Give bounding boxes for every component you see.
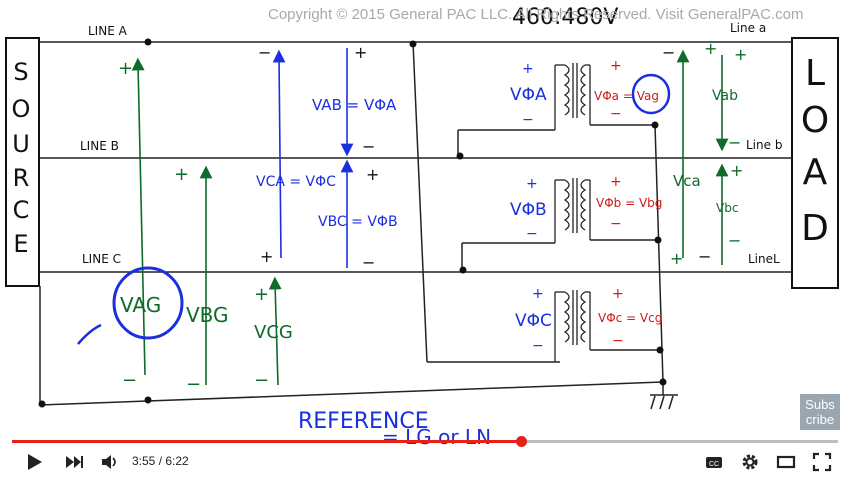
- vab-primary-label: VAB = VΦA: [312, 96, 397, 114]
- line-c-label: LINE C: [82, 252, 121, 266]
- svg-text:−: −: [532, 338, 544, 354]
- svg-text:−: −: [610, 216, 622, 232]
- line-a-right-label: Line a: [730, 21, 766, 35]
- svg-text:−: −: [362, 137, 375, 156]
- vbc-primary-label: VBC = VΦB: [318, 214, 398, 230]
- secondary-label-b: VΦb = Vbg: [596, 196, 662, 210]
- svg-text:−: −: [662, 43, 675, 62]
- svg-text:−: −: [610, 106, 622, 122]
- svg-text:+: +: [174, 164, 189, 185]
- reference-sub: = LG or LN: [382, 425, 491, 449]
- svg-text:−: −: [728, 133, 741, 152]
- theater-mode-icon[interactable]: [776, 452, 796, 472]
- line-c-right-label: LineL: [748, 252, 780, 266]
- reference-label: REFERENCE: [298, 409, 429, 434]
- captions-icon[interactable]: CC: [705, 452, 723, 472]
- svg-text:−: −: [698, 247, 711, 266]
- svg-text:+: +: [532, 286, 544, 302]
- primary-label-a: VΦA: [510, 85, 547, 105]
- line-a-label: LINE A: [88, 24, 128, 38]
- vbg-label: VBG: [186, 303, 229, 327]
- source-letter: O: [12, 95, 31, 123]
- svg-text:+: +: [670, 249, 683, 268]
- junction-dots: [38, 38, 667, 408]
- svg-text:+: +: [522, 61, 534, 77]
- svg-text:−: −: [526, 226, 538, 242]
- svg-text:+: +: [260, 247, 273, 266]
- secondary-label-a: VΦa = Vag: [594, 89, 659, 103]
- load-letter: D: [801, 208, 829, 249]
- source-box: S O U R C E: [5, 37, 40, 287]
- source-letter: S: [13, 58, 28, 86]
- load-letter: O: [801, 100, 829, 141]
- vag-label: VAG: [120, 293, 161, 317]
- source-letter: R: [13, 164, 30, 192]
- primary-label-b: VΦB: [510, 200, 547, 220]
- duration: 6:22: [165, 454, 189, 468]
- svg-text:+: +: [610, 58, 622, 74]
- vag-highlight-secondary: [631, 73, 671, 115]
- svg-text:CC: CC: [709, 461, 719, 468]
- pointer-arrow: [77, 323, 102, 345]
- subscribe-line-2: cribe: [805, 412, 835, 427]
- current-time: 3:55: [132, 454, 156, 468]
- progress-fill: [12, 440, 521, 443]
- source-letter: E: [13, 230, 28, 258]
- subscribe-line-1: Subs: [805, 397, 835, 412]
- progress-bar[interactable]: [12, 436, 838, 447]
- power-lines: [39, 41, 792, 406]
- svg-text:−: −: [258, 43, 271, 62]
- line-b-label: LINE B: [80, 139, 119, 153]
- svg-text:+: +: [734, 45, 747, 64]
- vcg-label: VCG: [254, 322, 293, 343]
- left-voltage-arrows: [131, 57, 282, 386]
- secondary-line-voltage-arrows: [676, 49, 729, 265]
- svg-text:+: +: [254, 284, 269, 305]
- vca-secondary-label: Vca: [673, 172, 701, 190]
- svg-text:+: +: [612, 286, 624, 302]
- primary-label-c: VΦC: [515, 311, 552, 331]
- fullscreen-icon[interactable]: [812, 452, 832, 472]
- copyright-watermark: Copyright © 2015 General PAC LLC. All Ri…: [268, 6, 804, 23]
- transformer-ratio: 460:480V: [512, 5, 618, 30]
- source-letter: U: [12, 130, 30, 158]
- svg-text:+: +: [366, 165, 379, 184]
- svg-text:−: −: [254, 370, 269, 391]
- svg-text:−: −: [612, 333, 624, 349]
- svg-text:−: −: [362, 253, 375, 272]
- subscribe-badge[interactable]: Subs cribe: [800, 394, 840, 430]
- line-b-right-label: Line b: [746, 138, 782, 152]
- primary-line-voltage-arrows: [272, 48, 354, 268]
- svg-text:+: +: [704, 39, 717, 58]
- next-icon[interactable]: [64, 452, 84, 472]
- svg-text:+: +: [118, 58, 133, 79]
- progress-scrubber[interactable]: [515, 436, 527, 447]
- secondary-label-c: VΦc = Vcg: [598, 311, 662, 325]
- ground-symbol: [650, 395, 674, 410]
- settings-gear-icon[interactable]: [740, 452, 760, 472]
- play-icon[interactable]: [26, 452, 44, 472]
- volume-icon[interactable]: [100, 452, 120, 472]
- vag-highlight-left: [112, 266, 184, 340]
- vab-secondary-label: Vab: [712, 88, 738, 104]
- svg-text:−: −: [186, 374, 201, 395]
- svg-text:+: +: [526, 176, 538, 192]
- transformer-coils: [554, 63, 591, 362]
- svg-text:+: +: [610, 174, 622, 190]
- load-letter: A: [803, 152, 828, 193]
- source-letter: C: [13, 196, 30, 224]
- load-box: L O A D: [791, 37, 839, 289]
- svg-text:−: −: [122, 370, 137, 391]
- time-display: 3:55 / 6:22: [132, 454, 189, 468]
- load-letter: L: [805, 53, 825, 94]
- svg-text:−: −: [522, 112, 534, 128]
- svg-text:−: −: [728, 231, 741, 250]
- vca-primary-label: VCA = VΦC: [256, 174, 336, 190]
- vbc-secondary-label: Vbc: [716, 201, 738, 215]
- player-controls: 3:55 / 6:22 CC: [0, 436, 850, 480]
- svg-text:+: +: [354, 43, 367, 62]
- svg-text:+: +: [730, 161, 743, 180]
